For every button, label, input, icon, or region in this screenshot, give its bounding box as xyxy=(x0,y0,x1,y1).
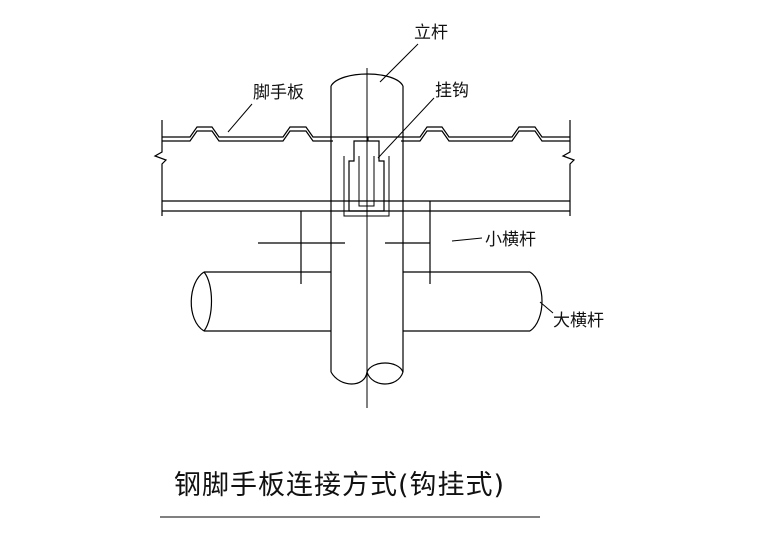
leader-lines xyxy=(227,43,554,314)
hook xyxy=(333,136,401,217)
upright-label: 立杆 xyxy=(414,23,448,43)
upright-pipe xyxy=(330,68,404,408)
small-ledger xyxy=(258,201,431,284)
small-ledger-label: 小横杆 xyxy=(485,230,536,250)
board-label: 脚手板 xyxy=(253,83,304,103)
diagram-caption: 钢脚手板连接方式(钩挂式) xyxy=(174,470,505,501)
hook-label: 挂钩 xyxy=(435,81,469,101)
large-ledger-label: 大横杆 xyxy=(553,311,604,331)
